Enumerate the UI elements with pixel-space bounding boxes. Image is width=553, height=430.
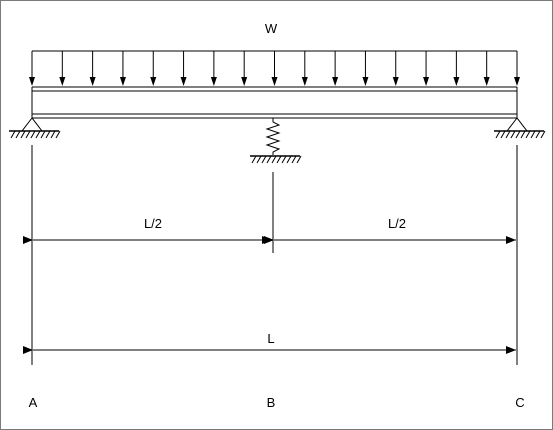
load-arrow — [241, 51, 248, 86]
load-arrow — [301, 51, 308, 86]
load-arrow — [180, 51, 187, 86]
load-arrow — [89, 51, 96, 86]
load-arrow — [210, 51, 217, 86]
load-arrow — [392, 51, 399, 86]
support-b-spring — [250, 118, 302, 164]
load-arrow — [453, 51, 460, 86]
load-arrow — [150, 51, 157, 86]
dimension-half-right-label: L/2 — [388, 216, 406, 231]
load-arrow — [483, 51, 490, 86]
load-arrow — [423, 51, 430, 86]
load-arrows — [29, 51, 520, 86]
load-arrow — [119, 51, 126, 86]
point-c-label: C — [515, 395, 524, 410]
support-c-pin — [494, 117, 546, 139]
point-a-label: A — [29, 395, 38, 410]
load-label: W — [265, 21, 278, 36]
load-arrow — [29, 51, 35, 86]
load-arrow — [514, 51, 520, 86]
point-b-label: B — [267, 395, 276, 410]
load-arrow — [332, 51, 339, 86]
dimension-total-label: L — [267, 331, 274, 346]
load-arrow — [271, 51, 278, 86]
load-arrow — [59, 51, 66, 86]
support-a-pin — [9, 117, 61, 139]
beam — [31, 86, 518, 119]
dimension-half-left-label: L/2 — [144, 216, 162, 231]
load-arrow — [362, 51, 369, 86]
